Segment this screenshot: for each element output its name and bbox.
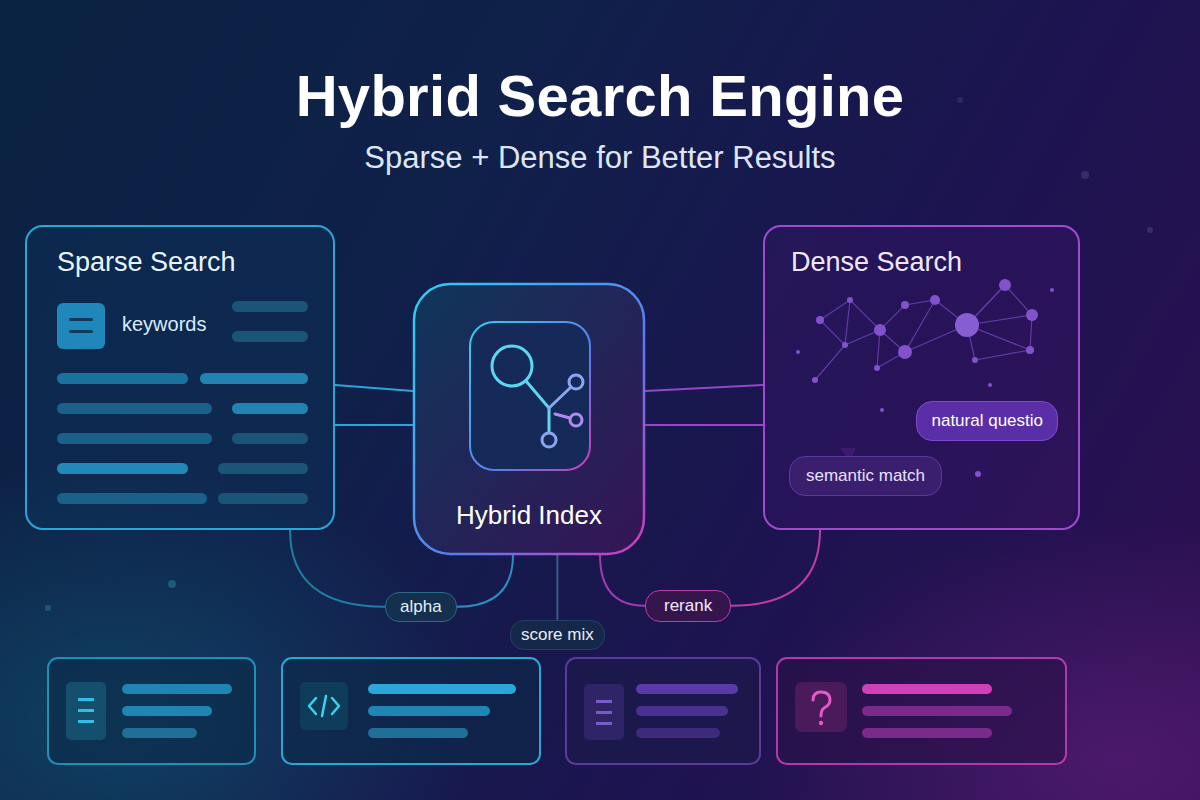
connector <box>645 425 763 426</box>
node-title: Hybrid Index <box>413 501 645 531</box>
title-block: Hybrid Search Engine <box>0 62 1200 129</box>
connector <box>731 530 820 606</box>
rerank-pill: rerank <box>645 590 731 622</box>
pill-label: alpha <box>400 597 442 617</box>
dense-panel: Dense Search natural questio semantic matc… <box>763 225 1080 530</box>
query-pill: natural questio <box>916 401 1058 441</box>
panel-title: Sparse Search <box>57 247 236 278</box>
subtitle-block: Sparse + Dense for Better Results <box>0 140 1200 176</box>
pill-label: natural questio <box>931 411 1043 431</box>
pill-label: score mix <box>521 625 594 645</box>
pill-label: semantic match <box>806 466 925 486</box>
panel-title: Dense Search <box>791 247 962 278</box>
result-cards <box>48 658 1066 764</box>
subtitle: Sparse + Dense for Better Results <box>364 140 835 176</box>
hybrid-index-box: Hybrid Index <box>413 283 645 555</box>
sparse-panel: Sparse Search keywords <box>25 225 335 530</box>
connector <box>457 555 513 607</box>
weight-pill: alpha <box>385 592 457 622</box>
match-pill: semantic match <box>789 456 942 496</box>
title: Hybrid Search Engine <box>296 62 905 129</box>
background-glow <box>0 97 1200 800</box>
connector <box>335 385 413 391</box>
pill-label: rerank <box>664 596 712 616</box>
connector <box>335 425 413 426</box>
hybrid-index-outline <box>414 284 644 554</box>
connector <box>600 555 645 606</box>
keyword-label: keywords <box>122 313 206 336</box>
connector <box>557 555 558 620</box>
connector <box>645 385 763 391</box>
mix-pill: score mix <box>510 620 605 650</box>
